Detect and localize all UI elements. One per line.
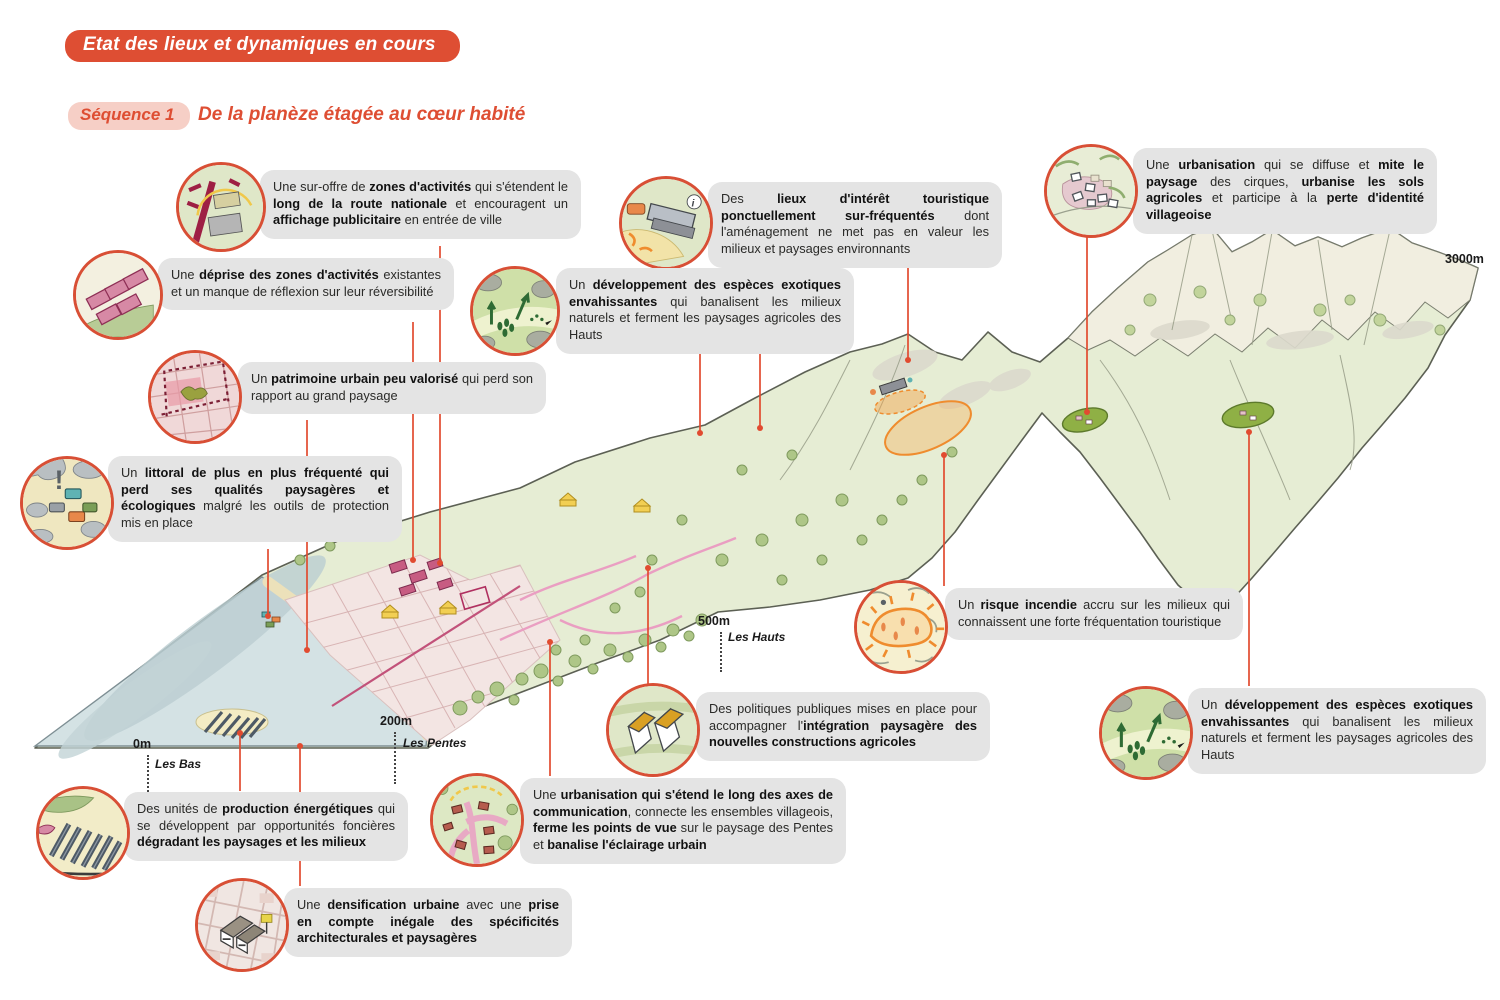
industrial-blocks <box>388 557 454 597</box>
dotted-line <box>147 755 149 799</box>
callout-text: Un développement des espèces exotiques e… <box>1188 688 1486 774</box>
heritage-outline <box>459 585 491 611</box>
callout-text: Des lieux d'intérêt touristique ponctuel… <box>708 182 1002 268</box>
route-nationale <box>331 585 521 707</box>
callout-text: Un littoral de plus en plus fréquenté qu… <box>108 456 402 542</box>
callout-text: Une densification urbaine avec une prise… <box>284 888 572 957</box>
page-title-banner: Etat des lieux et dynamiques en cours <box>65 30 460 62</box>
callout-text: Des politiques publiques mises en place … <box>696 692 990 761</box>
mountain-trees <box>1124 285 1446 336</box>
yellow-villages <box>380 492 652 619</box>
elevation-marker-500m: 500m Les Hauts <box>698 612 785 672</box>
solar-panels-site <box>195 708 269 740</box>
callout-text: Une urbanisation qui se diffuse et mite … <box>1133 148 1437 234</box>
patrimoine-urbain-icon <box>148 350 242 444</box>
ridge-lines <box>779 229 1391 501</box>
trees <box>294 446 958 716</box>
svg-text:!: ! <box>55 465 64 495</box>
callout-text: Une déprise des zones d'activités exista… <box>158 258 454 311</box>
especes-exotiques-icon <box>470 266 560 356</box>
slope-roads <box>499 536 737 642</box>
elevation-marker-0m: 0m Les Bas <box>133 735 201 799</box>
especes-exotiques-icon <box>1099 686 1193 780</box>
elevation-marker-200m: 200m Les Pentes <box>380 712 466 784</box>
zones-activites-icon <box>176 162 266 252</box>
callout-text: Un développement des espèces exotiques e… <box>556 268 854 354</box>
fire-risk-zone <box>884 400 972 456</box>
callout-text: Une sur-offre de zones d'activités qui s… <box>260 170 581 239</box>
sequence-title: De la planèze étagée au cœur habité <box>198 104 526 125</box>
connector-dots <box>237 357 1252 749</box>
callout-text: Un patrimoine urbain peu valorisé qui pe… <box>238 362 546 415</box>
urbanisation-cirques-icon <box>1044 144 1138 238</box>
dotted-line <box>394 732 396 784</box>
urbanisation-axes-icon <box>430 773 524 867</box>
constructions-agricoles-icon <box>606 683 700 777</box>
lieux-touristiques-icon: i <box>619 176 713 270</box>
callout-text: Une urbanisation qui s'étend le long des… <box>520 778 846 864</box>
production-energetique-icon <box>36 786 130 880</box>
risque-incendie-icon <box>854 580 948 674</box>
densification-urbaine-icon <box>195 878 289 972</box>
sequence-badge: Séquence 1 <box>68 102 190 130</box>
elevation-marker-3000m: 3000m <box>1445 252 1484 266</box>
callout-text: Des unités de production énergétiques qu… <box>124 792 408 861</box>
littoral-icon: ! <box>20 456 114 550</box>
svg-text:i: i <box>692 197 696 209</box>
dotted-line <box>720 632 722 672</box>
tourist-site <box>870 377 926 415</box>
deprise-zones-icon <box>73 250 163 340</box>
callout-text: Un risque incendie accru sur les milieux… <box>945 588 1243 641</box>
cirque-villages <box>1061 401 1275 433</box>
urban-area <box>284 554 561 746</box>
